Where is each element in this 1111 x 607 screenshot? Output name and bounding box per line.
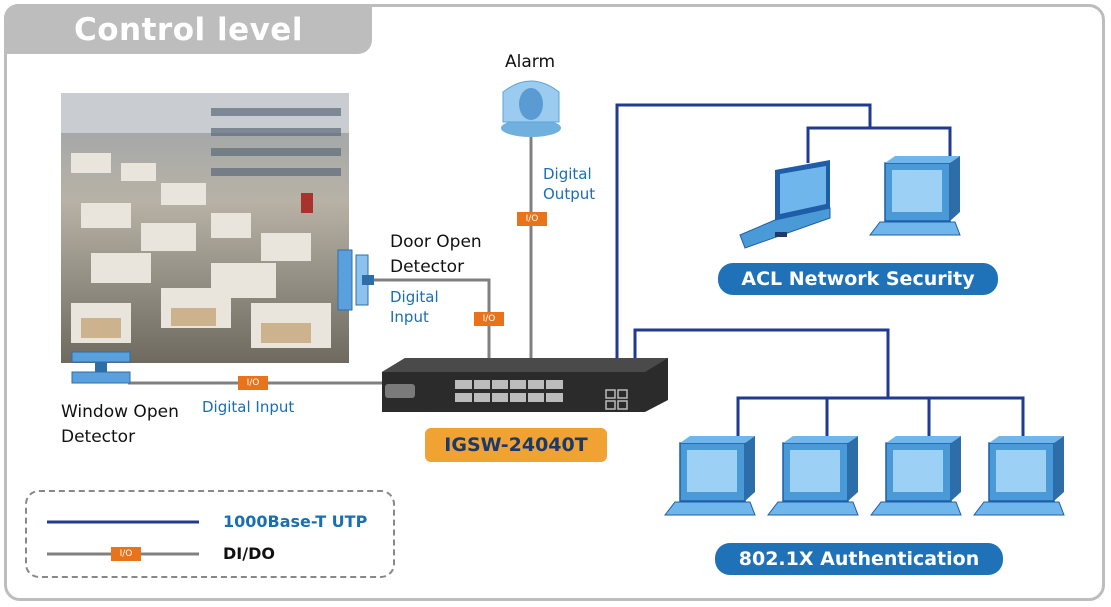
door-detector-label-1: Door Open	[390, 232, 482, 252]
desktop-icon-3	[869, 436, 962, 516]
desktop-icon-1	[663, 436, 756, 516]
legend-lines	[47, 520, 199, 556]
io-tag-alarm: I/O	[517, 212, 547, 226]
digital-input-door-label-2: Input	[390, 308, 429, 326]
desktop-icon-4	[972, 436, 1065, 516]
window-detector-icon	[71, 351, 131, 384]
digital-input-door-label-1: Digital	[390, 288, 439, 306]
page-title: Control level	[74, 12, 303, 48]
acl-group-label: ACL Network Security	[718, 263, 998, 295]
door-detector-icon	[337, 249, 374, 311]
desktop-icon-2	[766, 436, 859, 516]
digital-output-label-2: Output	[543, 185, 596, 203]
door-detector-label-2: Detector	[390, 257, 465, 277]
io-tag-window: I/O	[238, 376, 268, 390]
title-tab: Control level	[4, 4, 372, 54]
legend: I/O 1000Base-T UTP DI/DO	[25, 490, 395, 578]
switch-icon	[382, 358, 668, 412]
alarm-icon	[501, 80, 561, 137]
auth-group-label: 802.1X Authentication	[715, 543, 1003, 575]
warehouse-photo	[61, 93, 349, 363]
switch-model-label: IGSW-24040T	[425, 428, 607, 462]
legend-dido-label: DI/DO	[223, 544, 275, 563]
io-tag-door: I/O	[474, 312, 504, 326]
desktop-icon-acl	[868, 156, 961, 236]
legend-io-tag: I/O	[111, 547, 141, 561]
laptop-icon	[739, 160, 831, 249]
window-detector-label-2: Detector	[61, 427, 136, 447]
alarm-label: Alarm	[505, 52, 556, 72]
digital-output-label-1: Digital	[543, 165, 592, 183]
window-detector-label-1: Window Open	[61, 402, 179, 422]
digital-input-window-label: Digital Input	[202, 398, 295, 416]
legend-utp-label: 1000Base-T UTP	[223, 512, 368, 531]
